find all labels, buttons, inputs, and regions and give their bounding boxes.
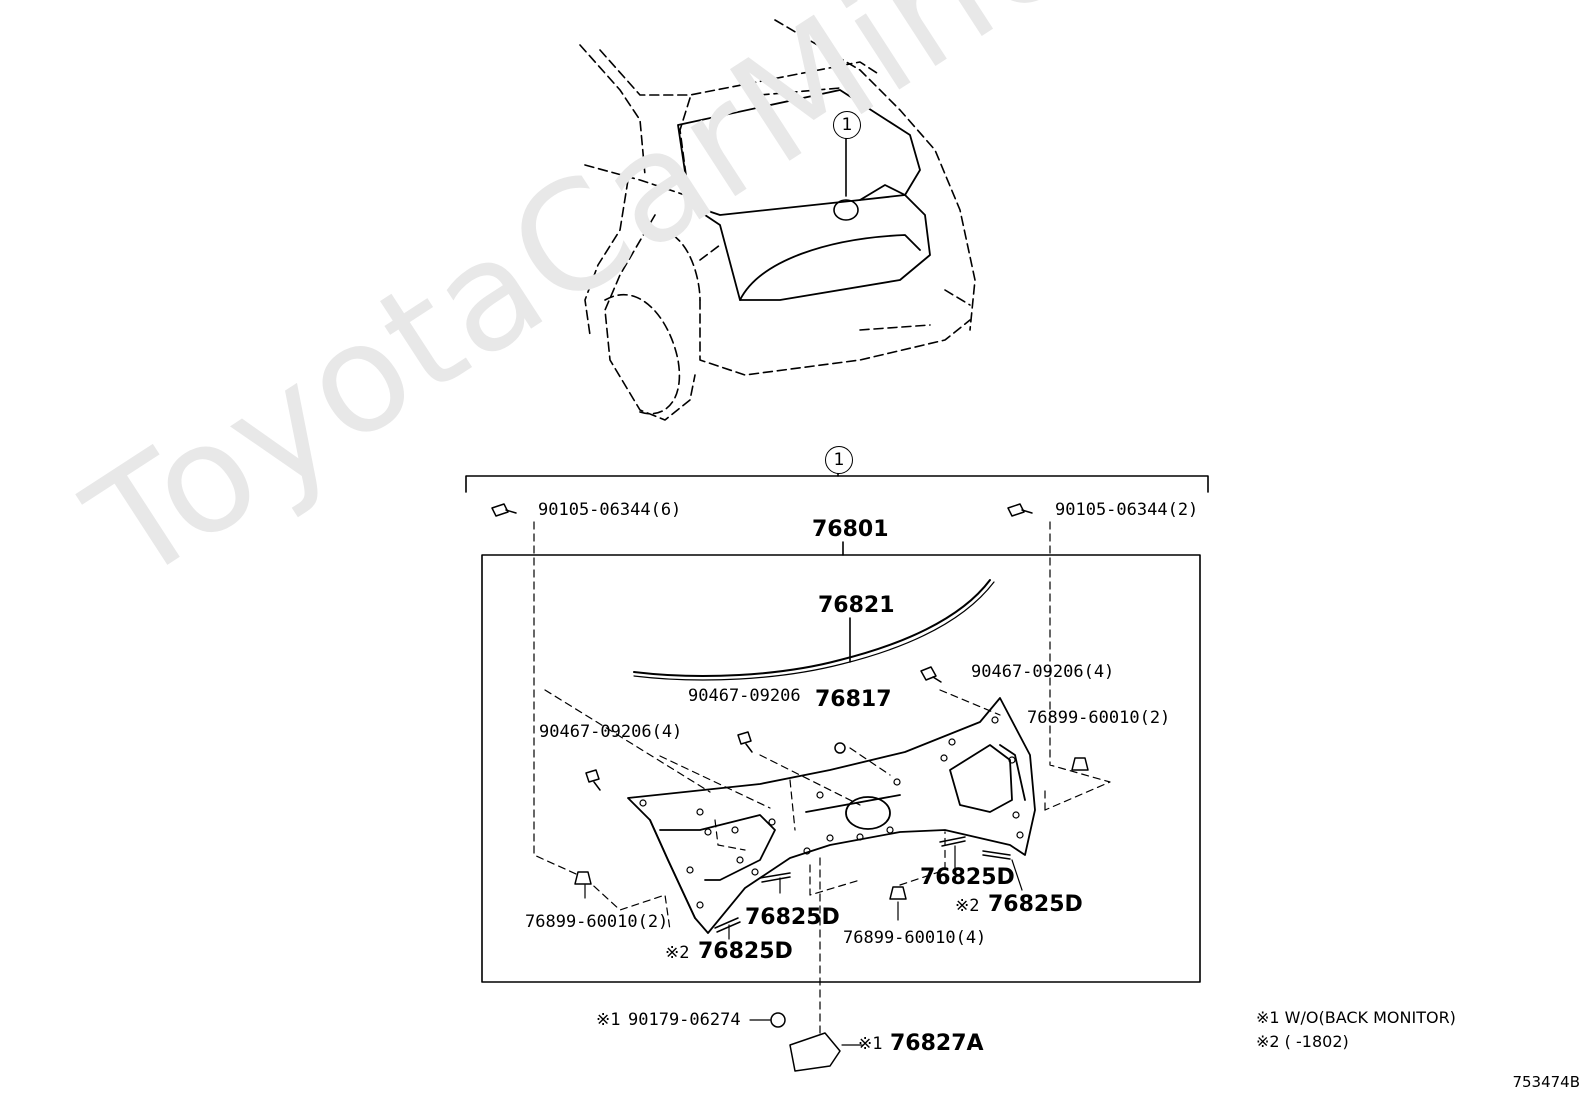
pad-right-mark: ※2 [955, 896, 980, 916]
part-label-pad-center-right: 76825D [920, 865, 1015, 890]
part-label-bolt-right: 90105-06344(2) [1055, 500, 1199, 520]
part-label-grommet-right: 76899-60010(2) [1027, 708, 1171, 728]
part-label-plug: 90179-06274 [628, 1010, 741, 1030]
plug-mark: ※1 [596, 1010, 621, 1030]
part-label-clip-left: 90467-09206(4) [539, 722, 683, 742]
part-label-grommet-bottom: 76899-60010(4) [843, 928, 987, 948]
pad-left-mark: ※2 [665, 943, 690, 963]
figure-code: 753474B [1512, 1073, 1580, 1091]
assembly-box [481, 554, 1201, 983]
pads [714, 836, 1011, 933]
part-label-bolt-left: 90105-06344(6) [538, 500, 682, 520]
part-label-weatherstrip: 76821 [818, 593, 895, 618]
emblem-opening [845, 796, 891, 830]
footnote-1: ※1 W/O(BACK MONITOR) [1256, 1008, 1456, 1027]
footnote-2: ※2 ( -1802) [1256, 1032, 1349, 1051]
part-label-assembly: 76801 [812, 517, 889, 542]
part-label-clip-center: 90467-09206 [688, 686, 801, 706]
part-label-clip-right-top: 90467-09206(4) [971, 662, 1115, 682]
part-label-grommet-left: 76899-60010(2) [525, 912, 669, 932]
part-label-cover: 76827A [890, 1031, 984, 1056]
leader-lines [533, 521, 1111, 1041]
vehicle-outline [579, 19, 976, 421]
cover-mark: ※1 [858, 1034, 883, 1054]
solid-leaders [584, 845, 1023, 1046]
callout-number-assembly: 1 [825, 446, 853, 474]
part-label-pad-right: 76825D [988, 892, 1083, 917]
emblem-position [833, 199, 859, 221]
part-label-pad-left: 76825D [698, 939, 793, 964]
part-label-pad-center-left: 76825D [745, 905, 840, 930]
rear-window [677, 89, 931, 301]
trim-panel [627, 697, 1036, 934]
clip-holes [639, 716, 1024, 909]
assembly-bracket [465, 475, 1209, 493]
callout-number-car: 1 [833, 111, 861, 139]
fasteners [491, 503, 1089, 1072]
weatherstrip-line [633, 579, 991, 677]
part-label-emblem: 76817 [815, 687, 892, 712]
